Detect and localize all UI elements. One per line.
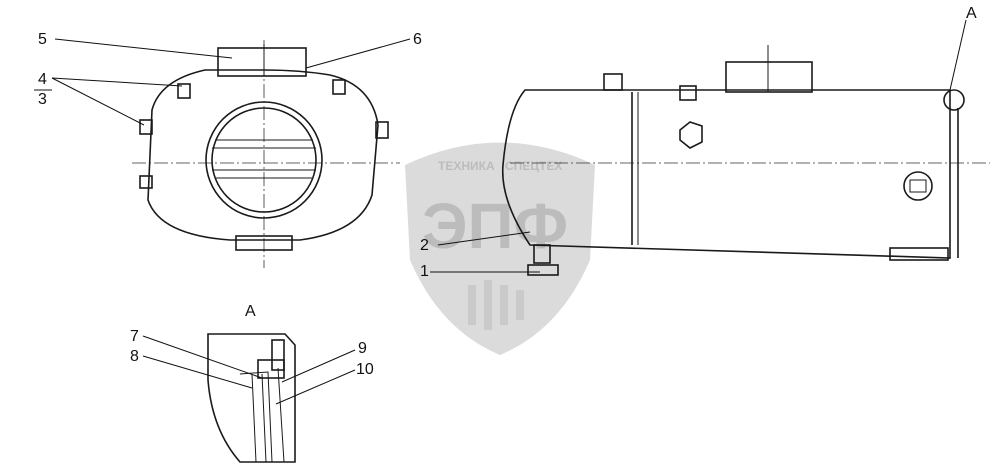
watermark-logo: ТЕХНИКА СПЕЦТЕХ ЭПФ <box>405 142 595 355</box>
leader-lines <box>51 19 967 405</box>
callout-10: 10 <box>356 361 374 378</box>
callout-5: 5 <box>38 31 47 48</box>
callout-7: 7 <box>130 328 139 345</box>
callout-4: 4 <box>38 71 47 88</box>
callout-1: 1 <box>420 263 429 280</box>
watermark-wheat-icon <box>468 280 524 330</box>
callout-9: 9 <box>358 340 367 357</box>
view-marker-a: A <box>966 5 977 22</box>
detail-a-view <box>207 333 296 463</box>
watermark-logo-text: ЭПФ <box>422 190 568 262</box>
end-view <box>132 40 400 268</box>
detail-a-title: A <box>245 303 256 320</box>
watermark-top-text: ТЕХНИКА <box>438 159 495 173</box>
watermark-top-text-2: СПЕЦТЕХ <box>505 159 562 173</box>
callouts: 5 6 4 3 2 1 7 8 9 10 A A <box>34 5 977 378</box>
callout-3: 3 <box>38 91 47 108</box>
callout-2: 2 <box>420 237 429 254</box>
callout-6: 6 <box>413 31 422 48</box>
callout-8: 8 <box>130 348 139 365</box>
side-view <box>501 45 990 276</box>
